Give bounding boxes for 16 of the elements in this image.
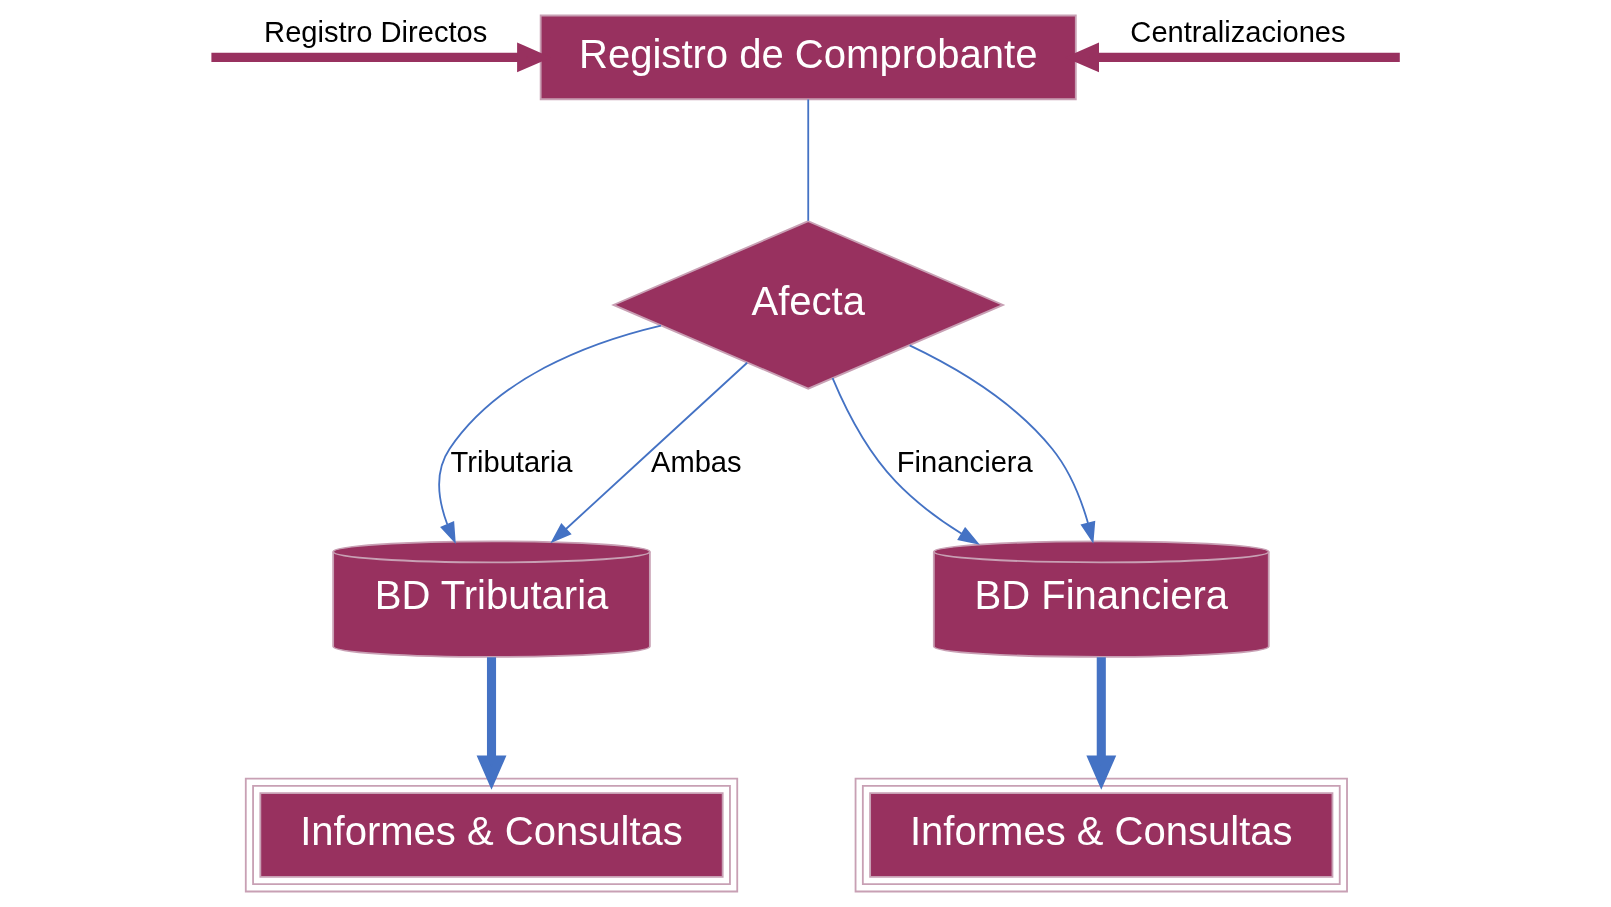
- arrow: [1086, 657, 1117, 790]
- arrow: [908, 344, 1096, 544]
- edge-label: Ambas: [650, 446, 742, 479]
- connector: [807, 98, 810, 222]
- arrow: [550, 361, 749, 544]
- edge-label: Centralizaciones: [1130, 16, 1346, 49]
- edge-label: Financiera: [896, 446, 1033, 479]
- arrow: [476, 657, 507, 790]
- arrow: [831, 377, 980, 545]
- node-box: Registro de Comprobante: [539, 14, 1077, 101]
- node-diamond: Afecta: [611, 220, 1006, 390]
- edge-label: Registro Directos: [264, 16, 488, 49]
- node-box: Informes & Consultas: [854, 777, 1348, 893]
- node-box: Informes & Consultas: [244, 777, 739, 893]
- edge-label: Tributaria: [450, 446, 573, 479]
- arrow: [438, 324, 662, 544]
